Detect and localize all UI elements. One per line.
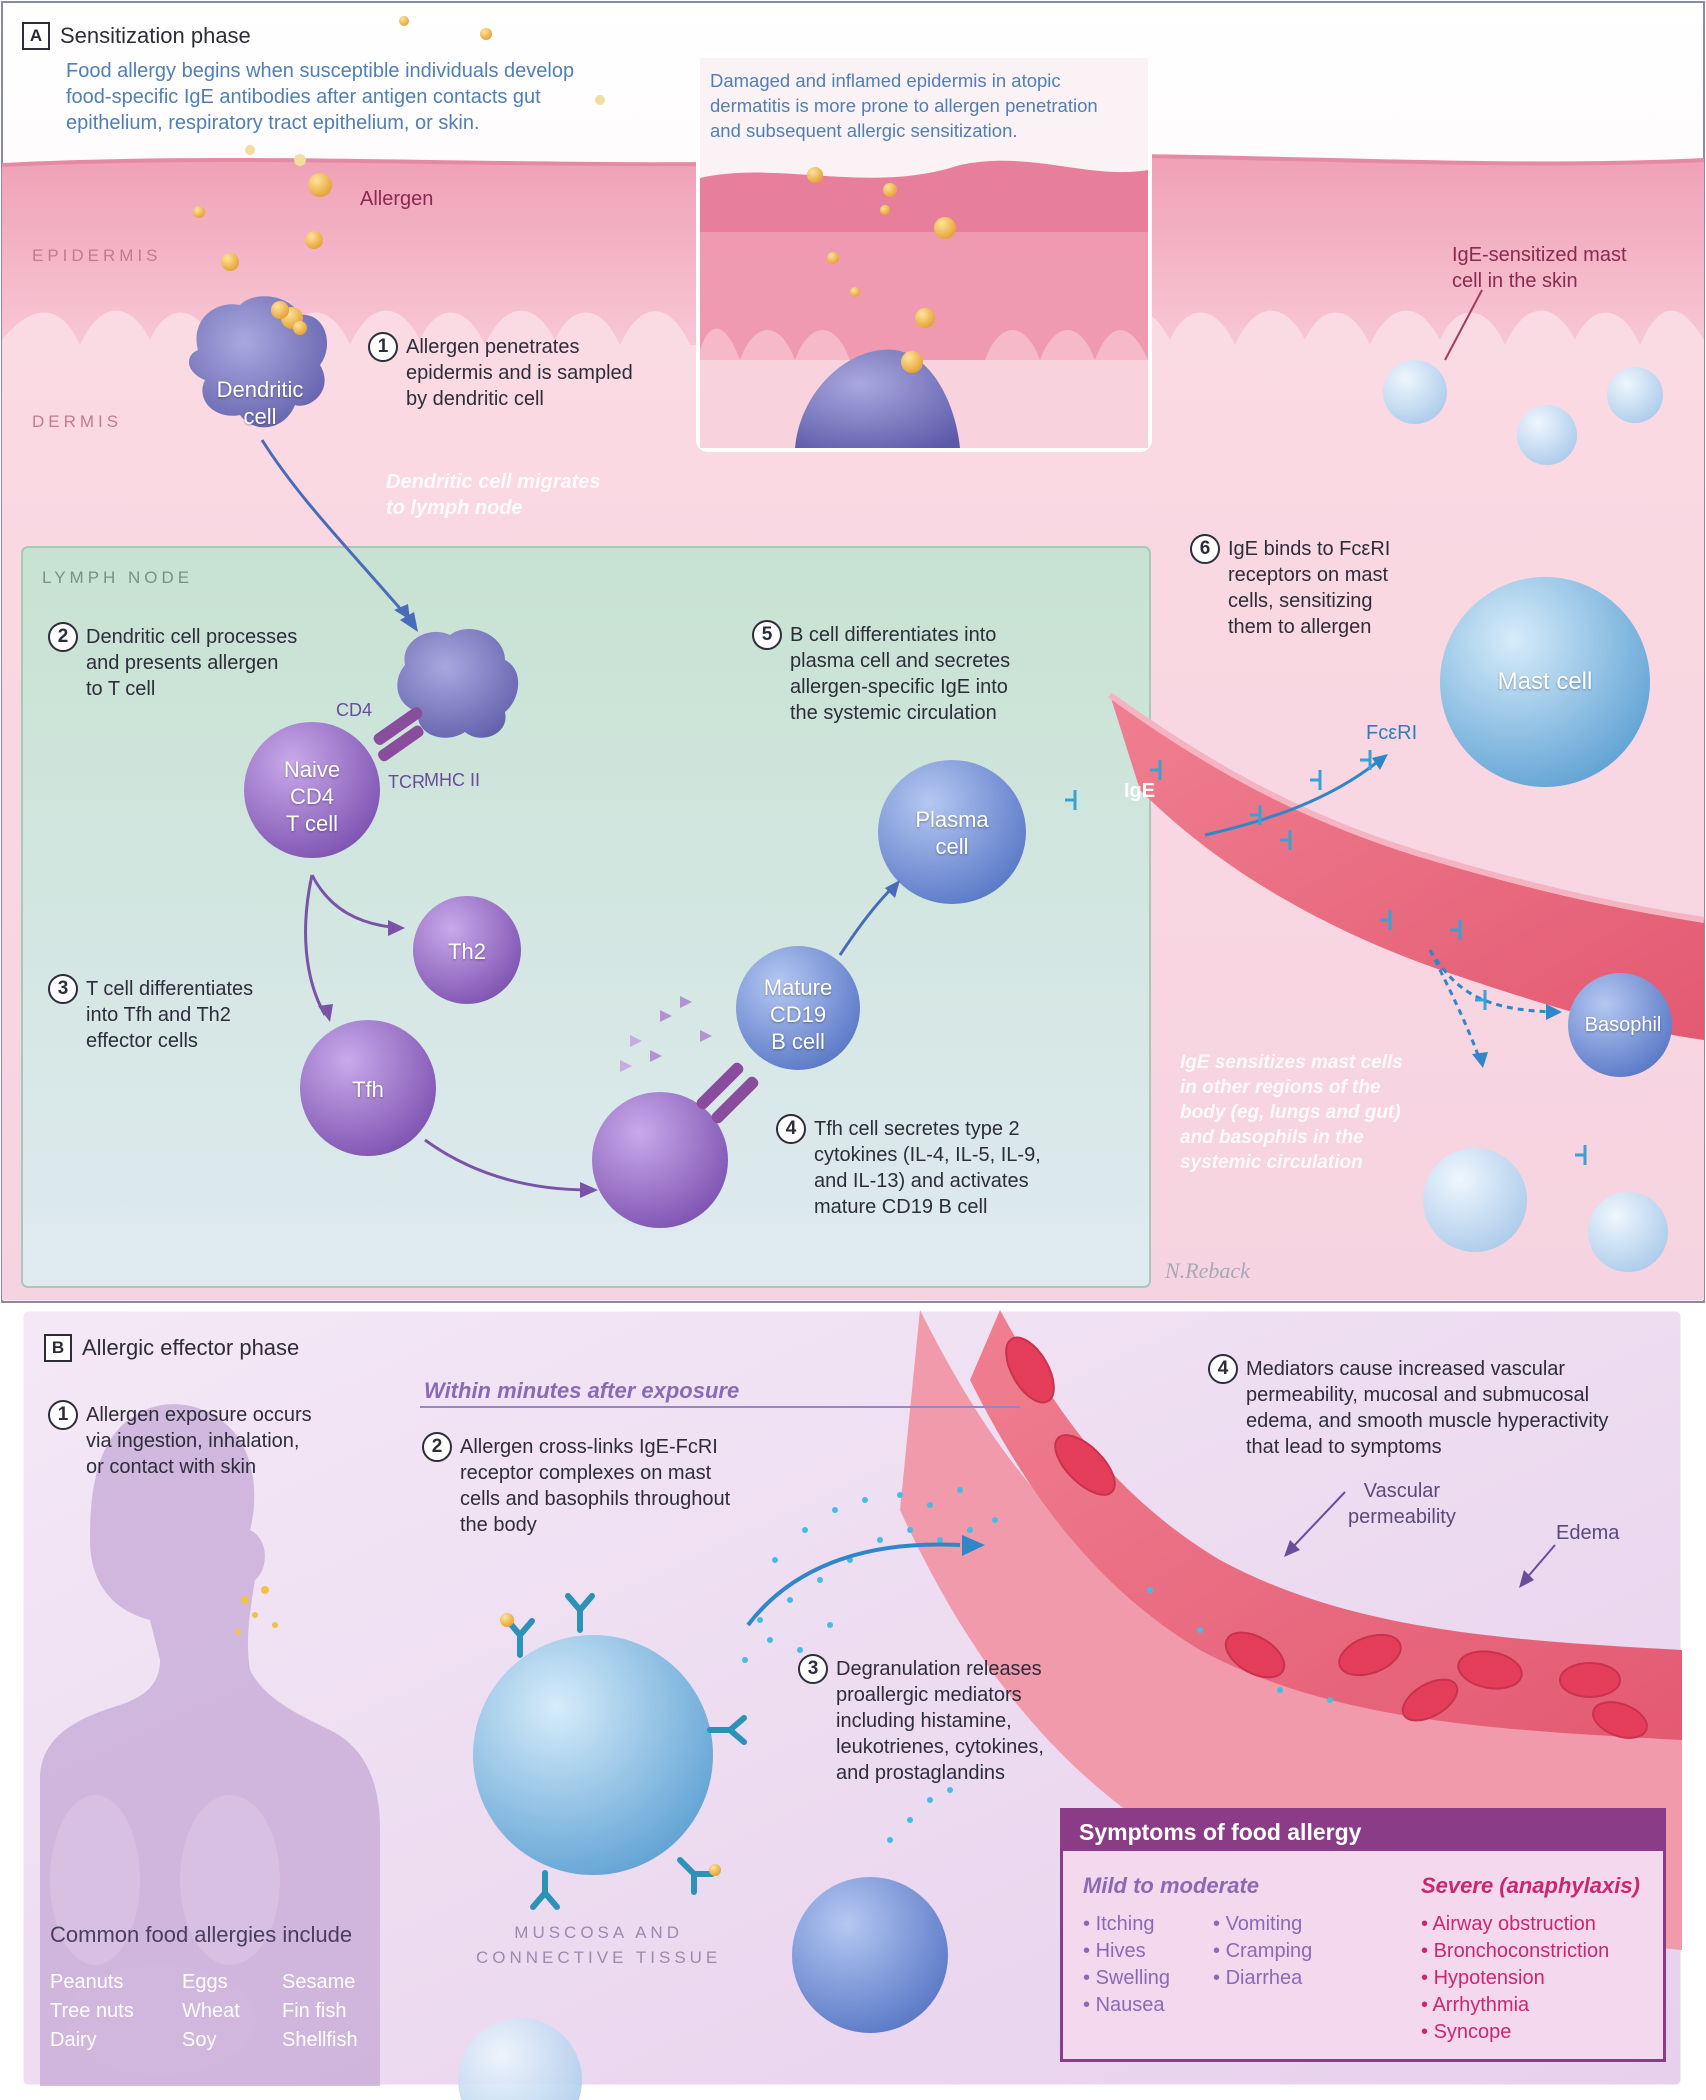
severe-col: Airway obstructionBronchoconstrictionHyp… (1421, 1911, 1609, 2046)
severe-label: Severe (anaphylaxis) (1421, 1873, 1640, 1898)
mhc-label: MHC II (424, 770, 480, 790)
mast-cell-label: Mast cell (1497, 668, 1593, 695)
section-a-heading: A Sensitization phase (22, 22, 251, 50)
section-a-letter: A (22, 22, 50, 50)
section-b-letter: B (44, 1334, 72, 1362)
section-b-title: Allergic effector phase (82, 1335, 300, 1360)
cd4-label: CD4 (336, 700, 373, 720)
edema-label: Edema (1556, 1522, 1620, 1544)
th2-label: Th2 (448, 939, 486, 964)
signature: N.Reback (1165, 1258, 1250, 1283)
lymph-node-label: LYMPH NODE (42, 568, 194, 587)
dermis-label: DERMIS (32, 412, 123, 431)
inset-caption: Damaged and inflamed epidermis in atopic… (710, 70, 1098, 141)
step-b4-number: 4 (1208, 1354, 1238, 1384)
epidermis-label: EPIDERMIS (32, 246, 162, 265)
symptoms-title: Symptoms of food allergy (1063, 1811, 1663, 1851)
step-b1-number: 1 (48, 1400, 78, 1430)
tfh-label: Tfh (352, 1077, 384, 1102)
mild-col-2: VomitingCrampingDiarrhea (1213, 1911, 1313, 1992)
step-b3-number: 3 (798, 1654, 828, 1684)
step-a1-number: 1 (368, 332, 398, 362)
allergen-label: Allergen (360, 188, 434, 210)
fceri-label: FcεRI (1366, 722, 1418, 744)
mild-col-1: ItchingHivesSwellingNausea (1083, 1911, 1170, 2019)
step-a6-number: 6 (1190, 534, 1220, 564)
step-a5-number: 5 (752, 620, 782, 650)
basophil-label: Basophil (1584, 1014, 1662, 1036)
symptoms-panel: Symptoms of food allergy Mild to moderat… (1060, 1808, 1666, 2062)
step-a2-number: 2 (48, 622, 78, 652)
tcr-label: TCR (388, 772, 425, 792)
section-b-heading: B Allergic effector phase (44, 1334, 299, 1362)
section-a-title: Sensitization phase (60, 23, 251, 48)
within-minutes-label: Within minutes after exposure (424, 1378, 740, 1403)
step-a4-number: 4 (776, 1114, 806, 1144)
step-a3-number: 3 (48, 974, 78, 1004)
mild-label: Mild to moderate (1083, 1873, 1260, 1898)
section-a-intro: Food allergy begins when susceptible ind… (66, 60, 575, 134)
step-b2-number: 2 (422, 1432, 452, 1462)
ige-label: IgE (1124, 780, 1156, 802)
food-allergies-title: Common food allergies include (50, 1922, 353, 1947)
